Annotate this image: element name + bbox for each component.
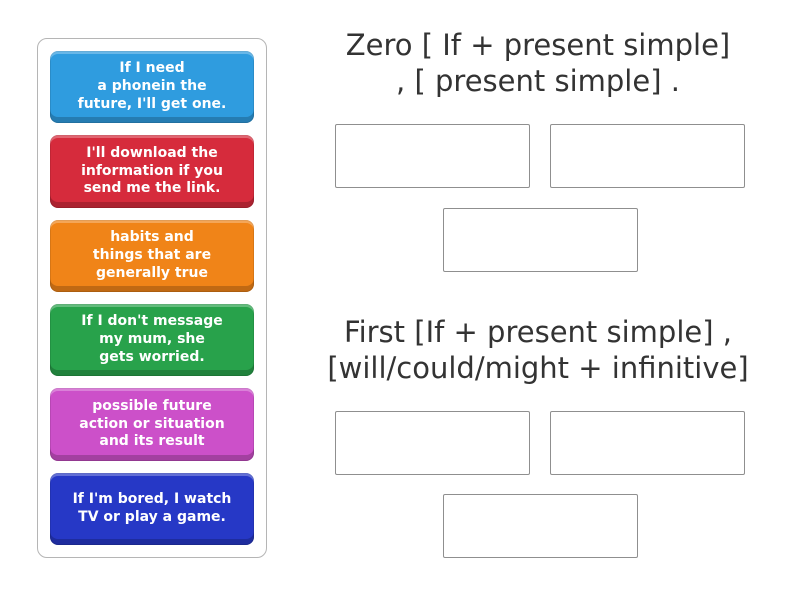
group-2-drop-zone-2[interactable]	[550, 411, 745, 475]
word-card-4[interactable]: If I don't message my mum, she gets worr…	[50, 303, 254, 377]
word-card-5[interactable]: possible future action or situation and …	[50, 388, 254, 461]
word-card-3[interactable]: habits and things that are generally tru…	[50, 219, 254, 292]
group-1-drop-zone-1[interactable]	[335, 124, 530, 188]
word-card-1[interactable]: If I need a phonein the future, I'll get…	[50, 51, 254, 124]
group-1-drop-zone-2[interactable]	[550, 124, 745, 188]
group-2-title: First [If + present simple] , [will/coul…	[327, 315, 749, 385]
card-tray: If I need a phonein the future, I'll get…	[37, 38, 267, 558]
group-1-title: Zero [ If + present simple] , [ present …	[345, 28, 731, 98]
group-2-drop-zone-3[interactable]	[443, 494, 638, 558]
word-card-6[interactable]: If I'm bored, I watch TV or play a game.	[50, 472, 254, 545]
word-card-2[interactable]: I'll download the information if you sen…	[50, 135, 254, 208]
group-2-drop-zone-1[interactable]	[335, 411, 530, 475]
group-1-drop-zone-3[interactable]	[443, 208, 638, 272]
